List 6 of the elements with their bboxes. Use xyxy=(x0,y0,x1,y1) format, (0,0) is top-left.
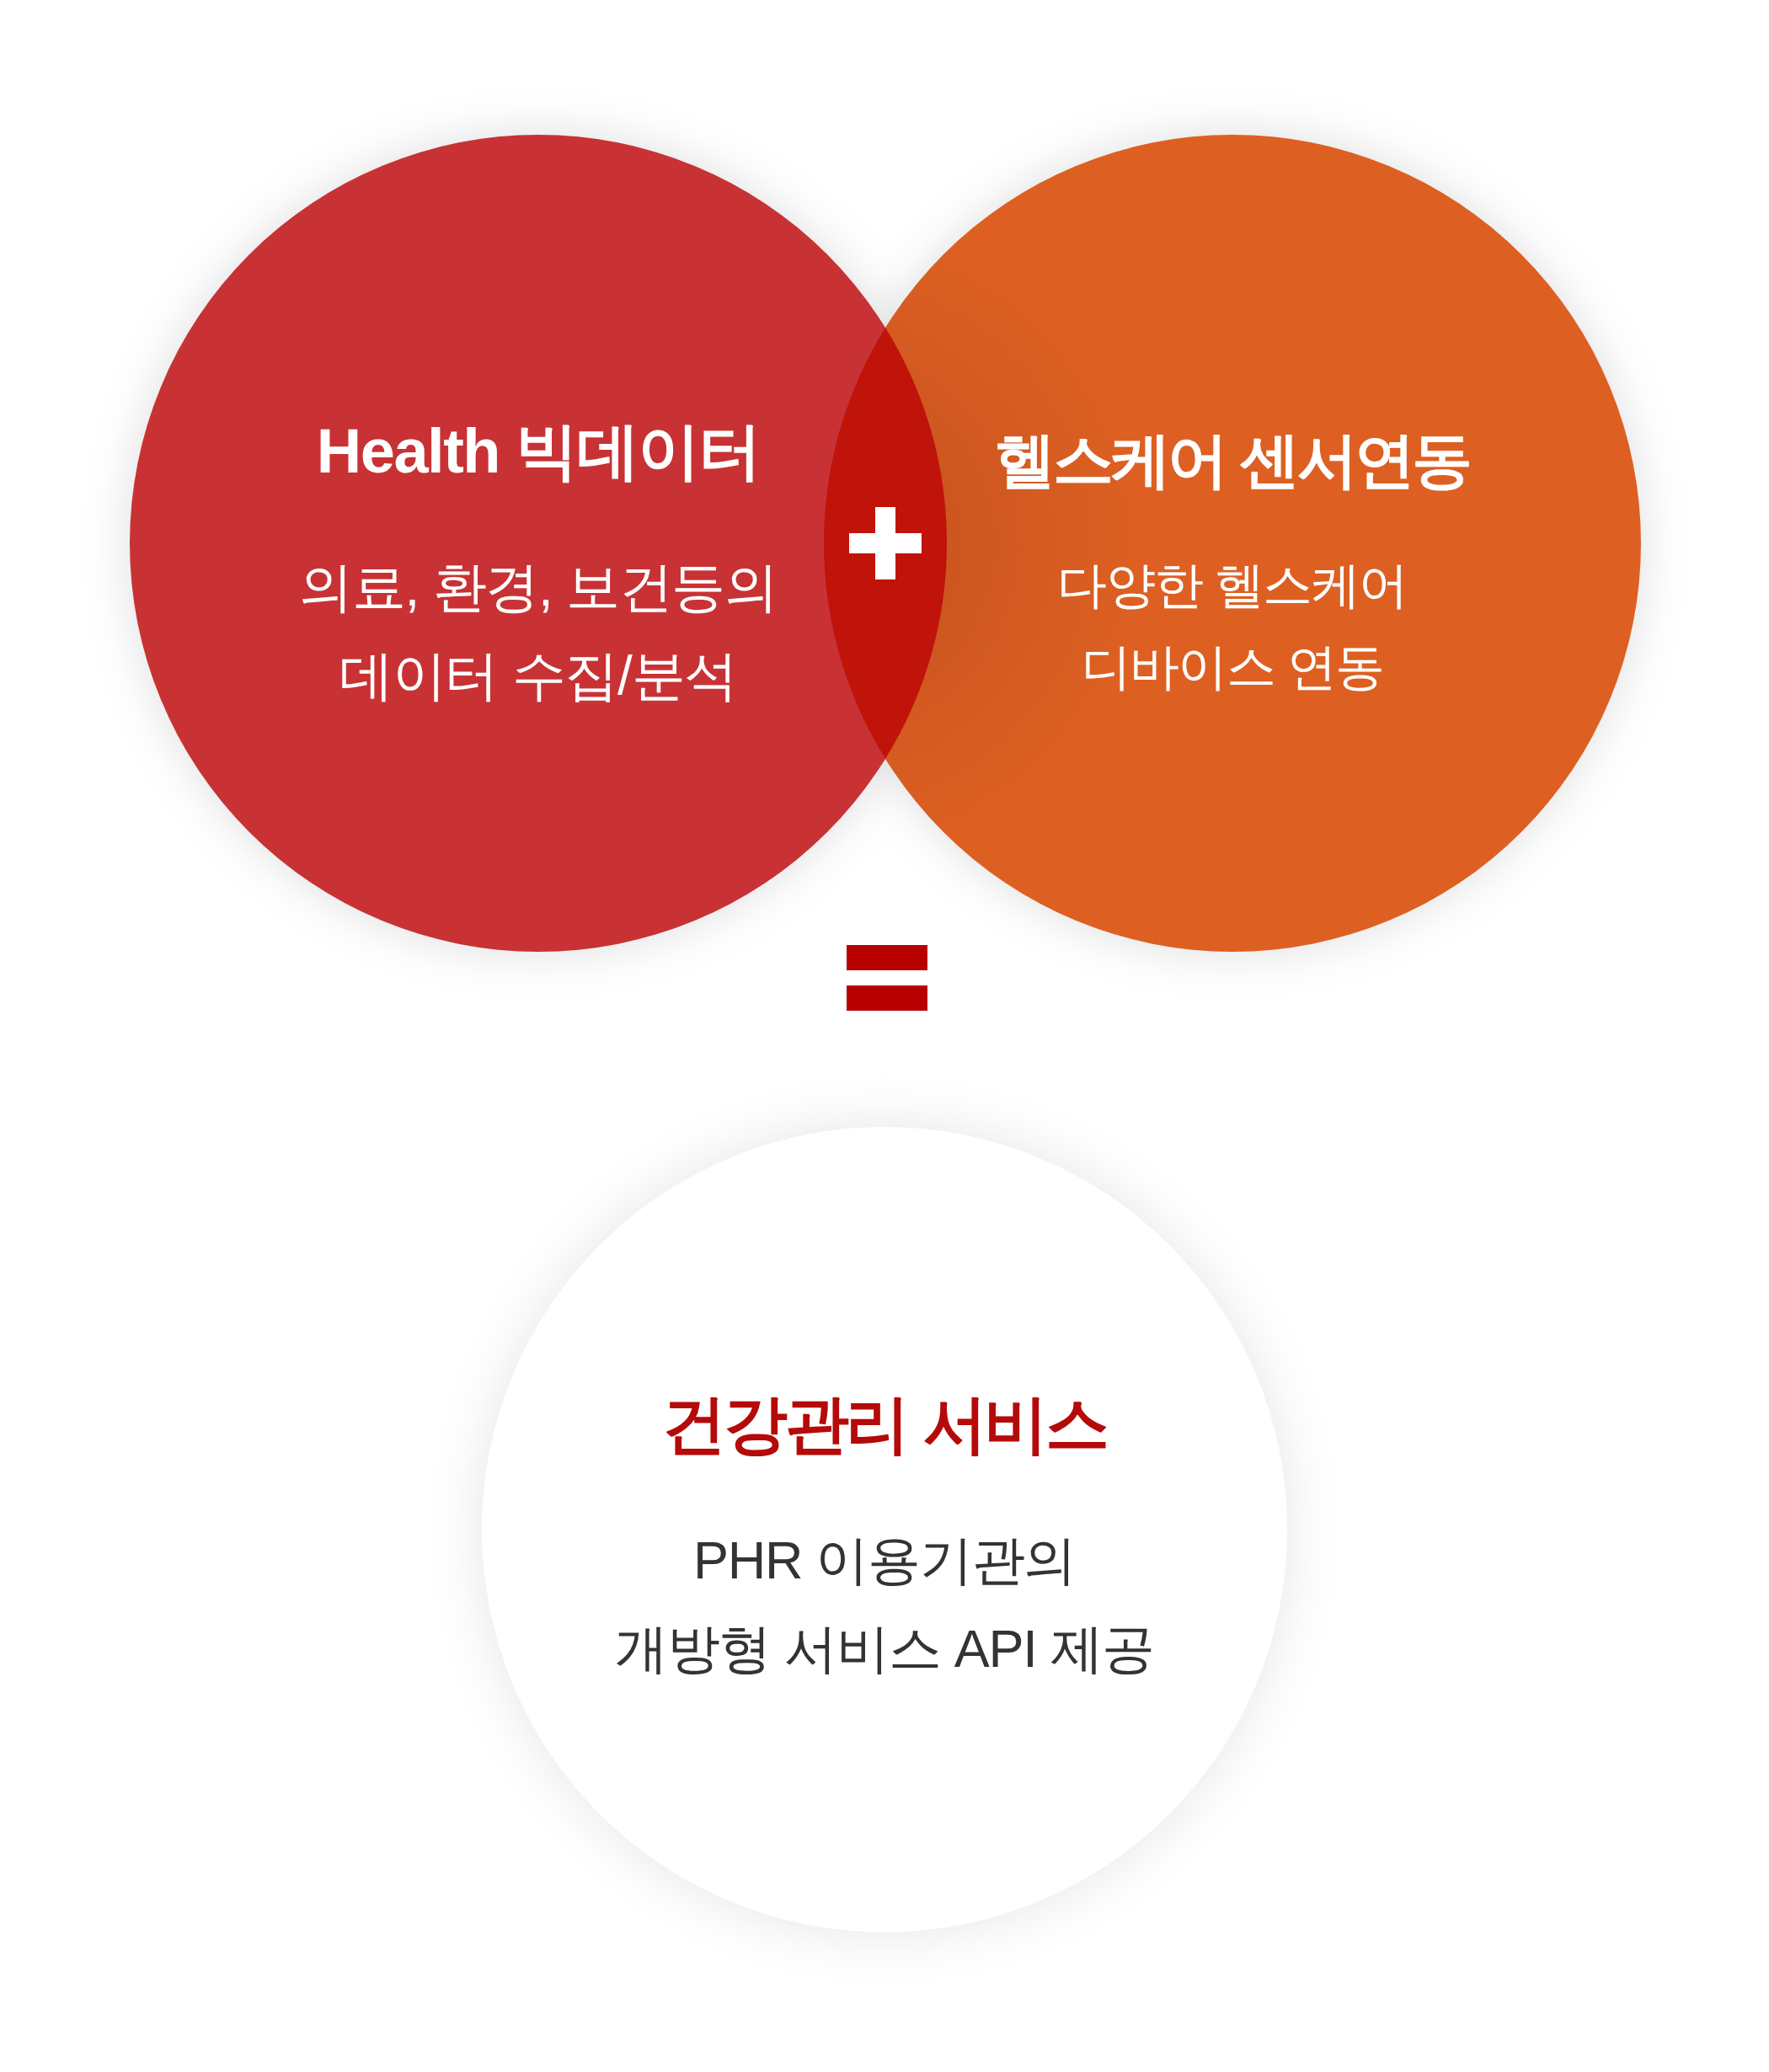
circle-description: PHR 이용기관의 개방형 서비스 API 제공 xyxy=(613,1530,1156,1679)
circle-title: 헬스케어 센서연동 xyxy=(995,426,1470,494)
circle-title: 건강관리 서비스 xyxy=(661,1391,1108,1458)
circle-description: 의료, 환경, 보건등의 데이터 수집/분석 xyxy=(298,556,778,708)
circle-description: 다양한 헬스케어 디바이스 연동 xyxy=(1056,557,1408,697)
circle-title: Health 빅데이터 xyxy=(316,418,761,485)
